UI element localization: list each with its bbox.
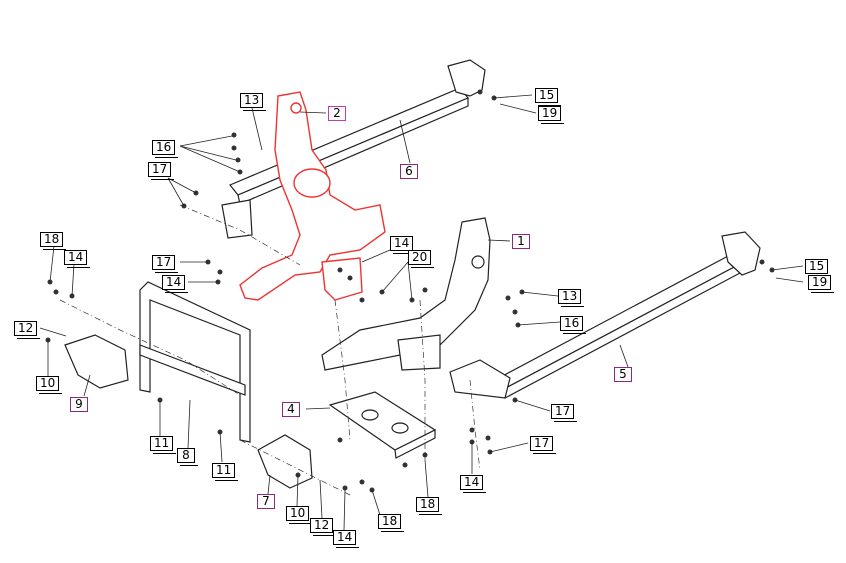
callout-12: 12: [14, 321, 41, 339]
callout-17: 17: [152, 255, 179, 273]
callout-1: 1: [512, 234, 530, 249]
fasteners: [45, 89, 775, 493]
callout-14: 14: [64, 250, 91, 268]
callout-17: 17: [148, 162, 175, 180]
lower-cross-beam: [449, 231, 761, 399]
callout-18: 18: [40, 232, 67, 250]
callout-7: 7: [257, 494, 275, 509]
callout-14: 14: [390, 236, 417, 254]
main-bracket: [321, 217, 491, 371]
callout-16: 16: [560, 316, 587, 334]
callout-2: 2: [328, 106, 346, 121]
callout-18: 18: [416, 497, 443, 515]
callout-13: 13: [558, 289, 585, 307]
callout-15: 15: [535, 88, 562, 106]
highlighted-bracket: [239, 91, 386, 301]
callout-20: 20: [408, 250, 435, 268]
callout-11: 11: [150, 436, 177, 454]
callout-15: 15: [805, 259, 832, 277]
callout-6: 6: [400, 164, 418, 179]
grille-guard: [139, 281, 251, 443]
callout-14: 14: [460, 475, 487, 493]
callout-4: 4: [282, 402, 300, 417]
callout-13: 13: [240, 93, 267, 111]
mounting-plate: [328, 391, 437, 459]
callout-10: 10: [36, 376, 63, 394]
callout-19: 19: [538, 106, 565, 124]
callout-8: 8: [177, 448, 198, 466]
callout-14: 14: [162, 275, 189, 293]
callout-10: 10: [286, 506, 313, 524]
callout-9: 9: [70, 397, 88, 412]
callout-17: 17: [530, 436, 557, 454]
callout-5: 5: [614, 367, 632, 382]
callout-16: 16: [152, 140, 179, 158]
callout-12: 12: [310, 518, 337, 536]
callout-17: 17: [551, 404, 578, 422]
leader-lines: [39, 94, 804, 531]
callout-19: 19: [808, 275, 835, 293]
callout-18: 18: [378, 514, 405, 532]
alignment-lines: [59, 204, 481, 496]
callout-11: 11: [212, 463, 239, 481]
callout-14: 14: [333, 530, 360, 548]
